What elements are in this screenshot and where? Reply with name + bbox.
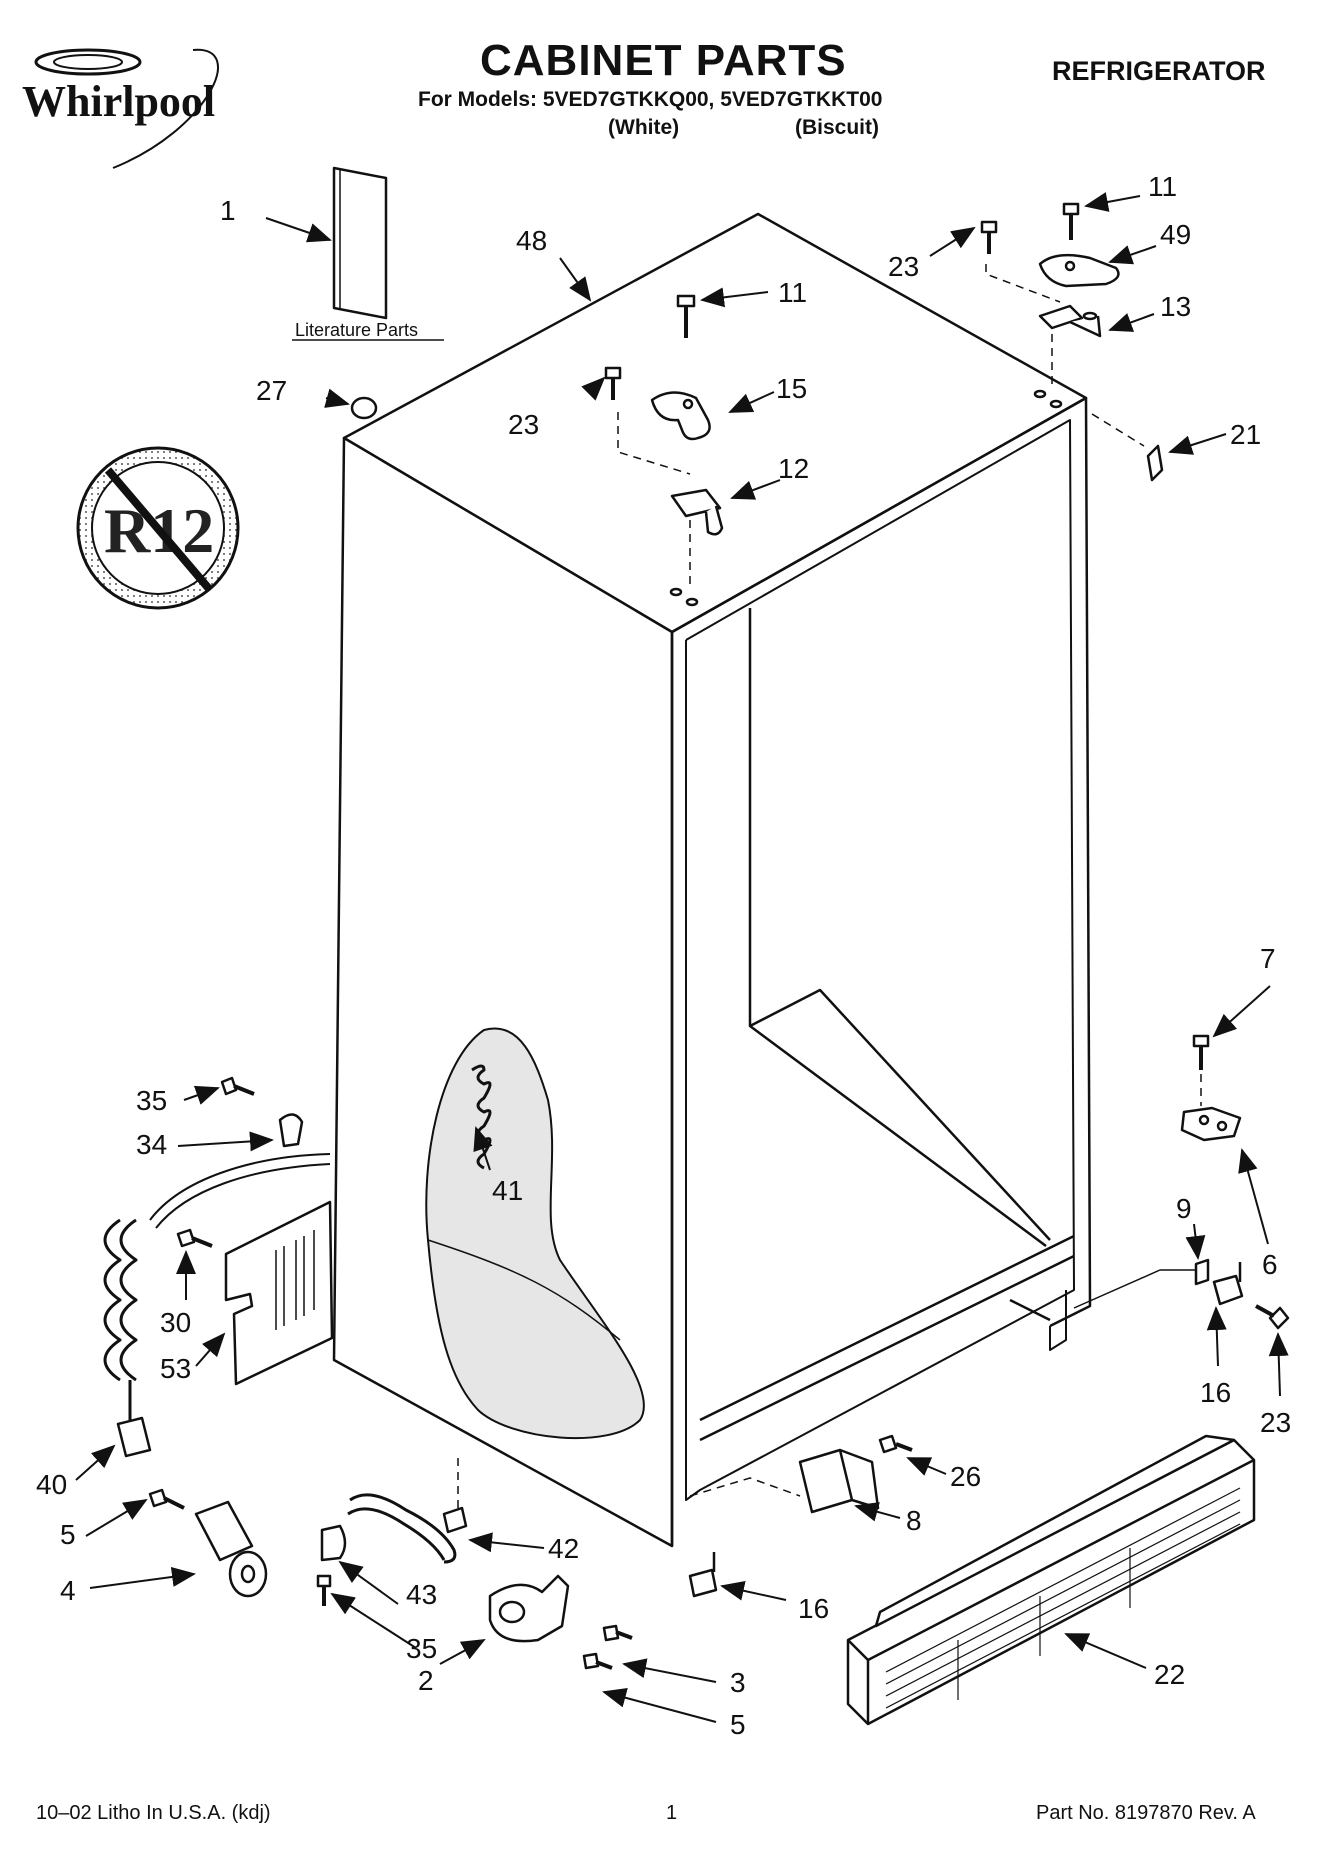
screw-part-23b (980, 220, 998, 254)
screw-part-11 (676, 294, 696, 338)
callout-6: 6 (1262, 1249, 1278, 1280)
callout-9: 9 (1176, 1193, 1192, 1224)
screw-part-23c (1255, 1304, 1290, 1330)
leveler-part-16a (1212, 1262, 1244, 1306)
part-number: Part No. 8197870 Rev. A (1036, 1802, 1256, 1824)
screw-part-11b (1062, 202, 1080, 240)
screw-part-26 (878, 1434, 913, 1454)
callout-11b: 11 (1148, 171, 1177, 202)
power-cord (103, 1153, 331, 1420)
callout-48: 48 (516, 225, 547, 256)
model-numbers: For Models: 5VED7GTKKQ00, 5VED7GTKKT00 (418, 88, 883, 111)
pin-part-21 (1146, 444, 1164, 482)
cord-clamp-part-34 (278, 1113, 304, 1148)
product-category: REFRIGERATOR (1052, 56, 1266, 86)
hinge-block-part-6 (1180, 1106, 1242, 1142)
callout-23c: 23 (1260, 1407, 1291, 1438)
callout-5b: 5 (730, 1709, 746, 1740)
literature-parts-label: Literature Parts (295, 320, 418, 340)
screw-part-3 (602, 1624, 633, 1642)
callout-21: 21 (1230, 419, 1261, 450)
callout-3: 3 (730, 1667, 746, 1698)
screw-part-5b (582, 1652, 613, 1670)
callout-2: 2 (418, 1665, 434, 1696)
callout-11: 11 (778, 277, 807, 308)
callout-34: 34 (136, 1129, 167, 1160)
callout-23b: 23 (888, 251, 919, 282)
callout-53: 53 (160, 1353, 191, 1384)
callout-15: 15 (776, 373, 807, 404)
callout-16b: 16 (798, 1593, 829, 1624)
brand-wordmark: Whirlpool (22, 77, 215, 126)
badge-strike (104, 467, 214, 593)
clamp-part-43 (320, 1524, 347, 1562)
access-cover-part-53 (224, 1200, 334, 1386)
whirlpool-logo: Whirlpool (22, 48, 219, 169)
hinge-bracket-part-12 (670, 488, 724, 536)
callout-26: 26 (950, 1461, 981, 1492)
callout-49: 49 (1160, 219, 1191, 250)
leader-arrows (75, 192, 1289, 1723)
screw-part-7 (1192, 1034, 1210, 1070)
callout-42: 42 (548, 1533, 579, 1564)
shim-part-9 (1194, 1258, 1210, 1286)
lower-hinge-part-2 (488, 1574, 570, 1643)
callout-22: 22 (1154, 1659, 1185, 1690)
screw-part-35b (316, 1574, 332, 1606)
page-number: 1 (666, 1802, 678, 1824)
callout-23: 23 (508, 409, 539, 440)
screw-part-5a (148, 1488, 185, 1510)
callout-8: 8 (906, 1505, 922, 1536)
callout-13: 13 (1160, 291, 1191, 322)
page-title: CABINET PARTS (480, 36, 847, 85)
plug-part-27 (350, 396, 378, 420)
roller-part-4 (194, 1500, 268, 1598)
literature-booklet (292, 166, 444, 341)
callout-41: 41 (492, 1175, 523, 1206)
callout-30: 30 (160, 1307, 191, 1338)
screw-part-30 (176, 1228, 213, 1248)
water-tube-part-42 (347, 1458, 468, 1564)
refrigerator-cabinet (332, 212, 1092, 1548)
screw-part-35a (220, 1076, 255, 1096)
callout-35b: 35 (406, 1633, 437, 1664)
callout-4: 4 (60, 1575, 76, 1606)
print-info: 10–02 Litho In U.S.A. (kdj) (36, 1802, 271, 1824)
callout-40: 40 (36, 1469, 67, 1500)
leveler-part-16b (688, 1552, 718, 1598)
plug-connector-part-40 (116, 1416, 152, 1458)
center-hinge-part-15 (650, 391, 711, 441)
color-white-label: (White) (608, 116, 680, 139)
callout-1: 1 (220, 195, 236, 226)
callout-27: 27 (256, 375, 287, 406)
hinge-bracket-part-13 (1038, 304, 1102, 338)
callouts: 1 48 11 23 15 12 27 11 23 49 13 21 7 6 9… (36, 171, 1291, 1740)
callout-16: 16 (1200, 1377, 1231, 1408)
callout-43: 43 (406, 1579, 437, 1610)
callout-7: 7 (1260, 943, 1276, 974)
callout-5: 5 (60, 1519, 76, 1550)
callout-35: 35 (136, 1085, 167, 1116)
callout-12: 12 (778, 453, 809, 484)
color-biscuit-label: (Biscuit) (795, 116, 879, 139)
screw-part-23 (604, 366, 622, 400)
hinge-cover-part-49 (1038, 253, 1120, 288)
switch-part-8 (798, 1448, 880, 1514)
base-grille-part-22 (846, 1434, 1256, 1726)
